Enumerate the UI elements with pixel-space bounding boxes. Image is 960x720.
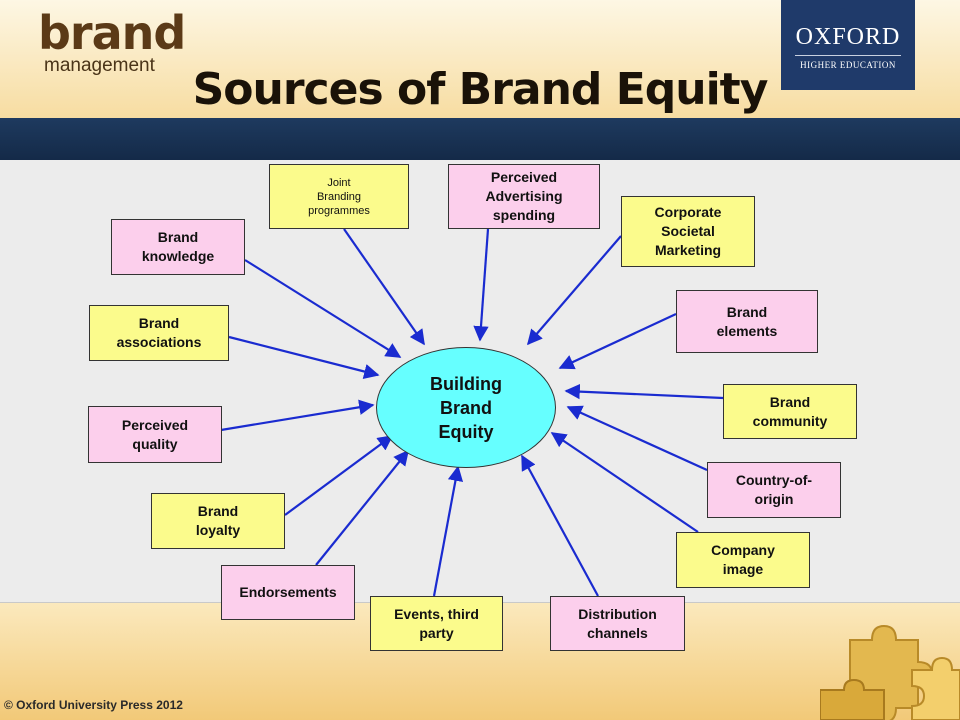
- arrow-joint-branding: [343, 228, 425, 346]
- brand-management-logo: brand management: [38, 6, 186, 76]
- arrow-perceived-quality: [220, 399, 375, 432]
- arrow-country-of-origin: [566, 405, 708, 472]
- source-box-brand-elements: Brand elements: [676, 290, 818, 353]
- source-label-distribution: Distribution channels: [578, 605, 657, 641]
- arrow-brand-loyalty: [284, 435, 394, 516]
- source-label-endorsements: Endorsements: [239, 584, 337, 600]
- arrow-endorsements: [315, 449, 409, 566]
- arrow-events: [432, 465, 464, 597]
- arrow-company-image: [550, 432, 699, 533]
- source-label-brand-loyalty: Brand loyalty: [195, 503, 241, 538]
- source-box-joint-branding: Joint Branding programmes: [269, 164, 409, 229]
- source-box-endorsements: Endorsements: [221, 565, 355, 620]
- source-label-advertising: Perceived Advertising spending: [485, 169, 563, 223]
- source-box-distribution: Distribution channels: [550, 596, 685, 651]
- source-box-company-image: Company image: [676, 532, 810, 588]
- source-box-corporate: Corporate Societal Marketing: [621, 196, 755, 267]
- source-label-corporate: Corporate Societal Marketing: [654, 204, 722, 258]
- arrow-brand-associations: [228, 335, 380, 380]
- source-box-brand-community: Brand community: [723, 384, 857, 439]
- source-label-brand-elements: Brand elements: [716, 303, 778, 339]
- header-band: [0, 118, 960, 160]
- source-label-brand-knowledge: Brand knowledge: [141, 229, 215, 264]
- source-box-country-of-origin: Country-of- origin: [707, 462, 841, 518]
- source-label-brand-associations: Brand associations: [116, 315, 202, 350]
- center-node-building-brand-equity: Building Brand Equity: [376, 347, 556, 468]
- source-label-events: Events, third party: [394, 605, 479, 641]
- arrow-distribution: [521, 454, 599, 597]
- logo-sub-text: management: [44, 55, 155, 76]
- source-box-brand-associations: Brand associations: [89, 305, 229, 361]
- arrow-advertising: [473, 228, 490, 342]
- source-label-country-of-origin: Country-of- origin: [735, 472, 813, 507]
- arrow-corporate: [526, 235, 622, 346]
- arrow-brand-elements: [558, 313, 677, 370]
- source-label-perceived-quality: Perceived quality: [121, 416, 189, 452]
- source-box-perceived-quality: Perceived quality: [88, 406, 222, 463]
- oxford-logo-sub: HIGHER EDUCATION: [800, 60, 896, 70]
- source-label-brand-community: Brand community: [752, 393, 828, 429]
- source-box-brand-knowledge: Brand knowledge: [111, 219, 245, 275]
- center-node-label: Building Brand Equity: [430, 373, 502, 442]
- copyright-text: © Oxford University Press 2012: [4, 698, 183, 712]
- arrow-brand-community: [564, 383, 724, 400]
- source-box-events: Events, third party: [370, 596, 503, 651]
- source-box-brand-loyalty: Brand loyalty: [151, 493, 285, 549]
- puzzle-pieces-icon: [820, 624, 960, 720]
- arrow-brand-knowledge: [244, 259, 402, 358]
- source-label-company-image: Company image: [711, 542, 775, 577]
- oxford-logo: OXFORD HIGHER EDUCATION: [781, 0, 915, 90]
- source-label-joint-branding: Joint Branding programmes: [308, 176, 370, 217]
- source-box-advertising: Perceived Advertising spending: [448, 164, 600, 229]
- logo-main-text: brand: [38, 6, 186, 60]
- slide-title: Sources of Brand Equity: [192, 64, 769, 115]
- oxford-logo-name: OXFORD: [795, 24, 901, 56]
